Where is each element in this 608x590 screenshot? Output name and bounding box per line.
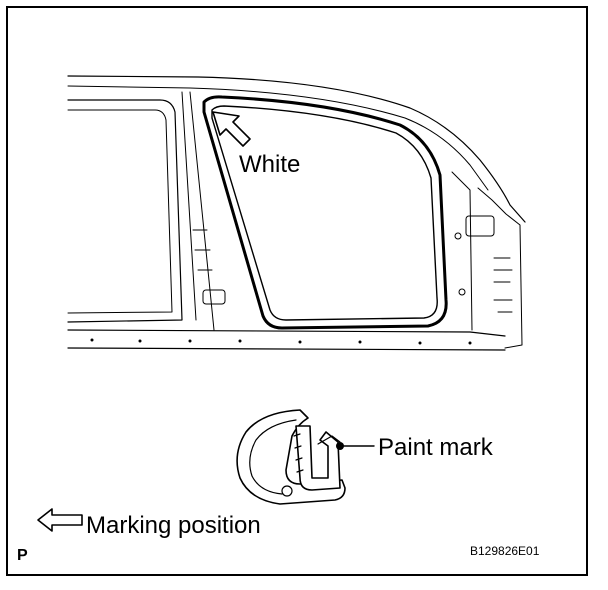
- front-hole-2: [458, 288, 466, 296]
- b-pillar-left: [181, 91, 197, 321]
- reference-code: B129826E01: [470, 544, 540, 558]
- roof-inner-line: [67, 85, 489, 191]
- paint-mark-dot: [336, 442, 344, 450]
- clip-hole: [281, 485, 293, 497]
- rocker-holes: [90, 338, 472, 345]
- b-pillar-slot: [202, 289, 226, 305]
- rocker-bottom: [67, 347, 506, 351]
- front-bracket: [465, 215, 495, 237]
- rear-door-opening: [67, 99, 183, 323]
- roof-line: [67, 75, 526, 223]
- rocker-top: [67, 329, 506, 337]
- front-clips: [493, 257, 513, 313]
- b-pillar-right: [189, 91, 215, 331]
- corner-letter: P: [17, 547, 28, 564]
- white-pointer-arrow: [212, 111, 251, 147]
- white-label: White: [239, 151, 301, 178]
- front-structure: [477, 187, 523, 349]
- front-door-weatherstrip-inner: [211, 105, 438, 321]
- rear-door-inner: [67, 109, 173, 314]
- diagram-frame: [6, 6, 588, 576]
- front-hole-1: [454, 232, 462, 240]
- front-door-weatherstrip-outer: [202, 95, 448, 330]
- marking-position-label: Marking position: [86, 512, 261, 539]
- bulb-outer: [236, 409, 346, 505]
- weatherstrip-cross-section: [236, 409, 346, 505]
- b-pillar-detail: [192, 229, 213, 271]
- clip-outer: [295, 425, 341, 491]
- clip-lip: [317, 435, 341, 445]
- a-pillar-line: [451, 171, 473, 331]
- marking-position-arrow: [37, 508, 83, 532]
- clip-teeth: [293, 433, 304, 473]
- bulb-inner: [249, 419, 297, 495]
- paint-mark-label: Paint mark: [378, 434, 493, 461]
